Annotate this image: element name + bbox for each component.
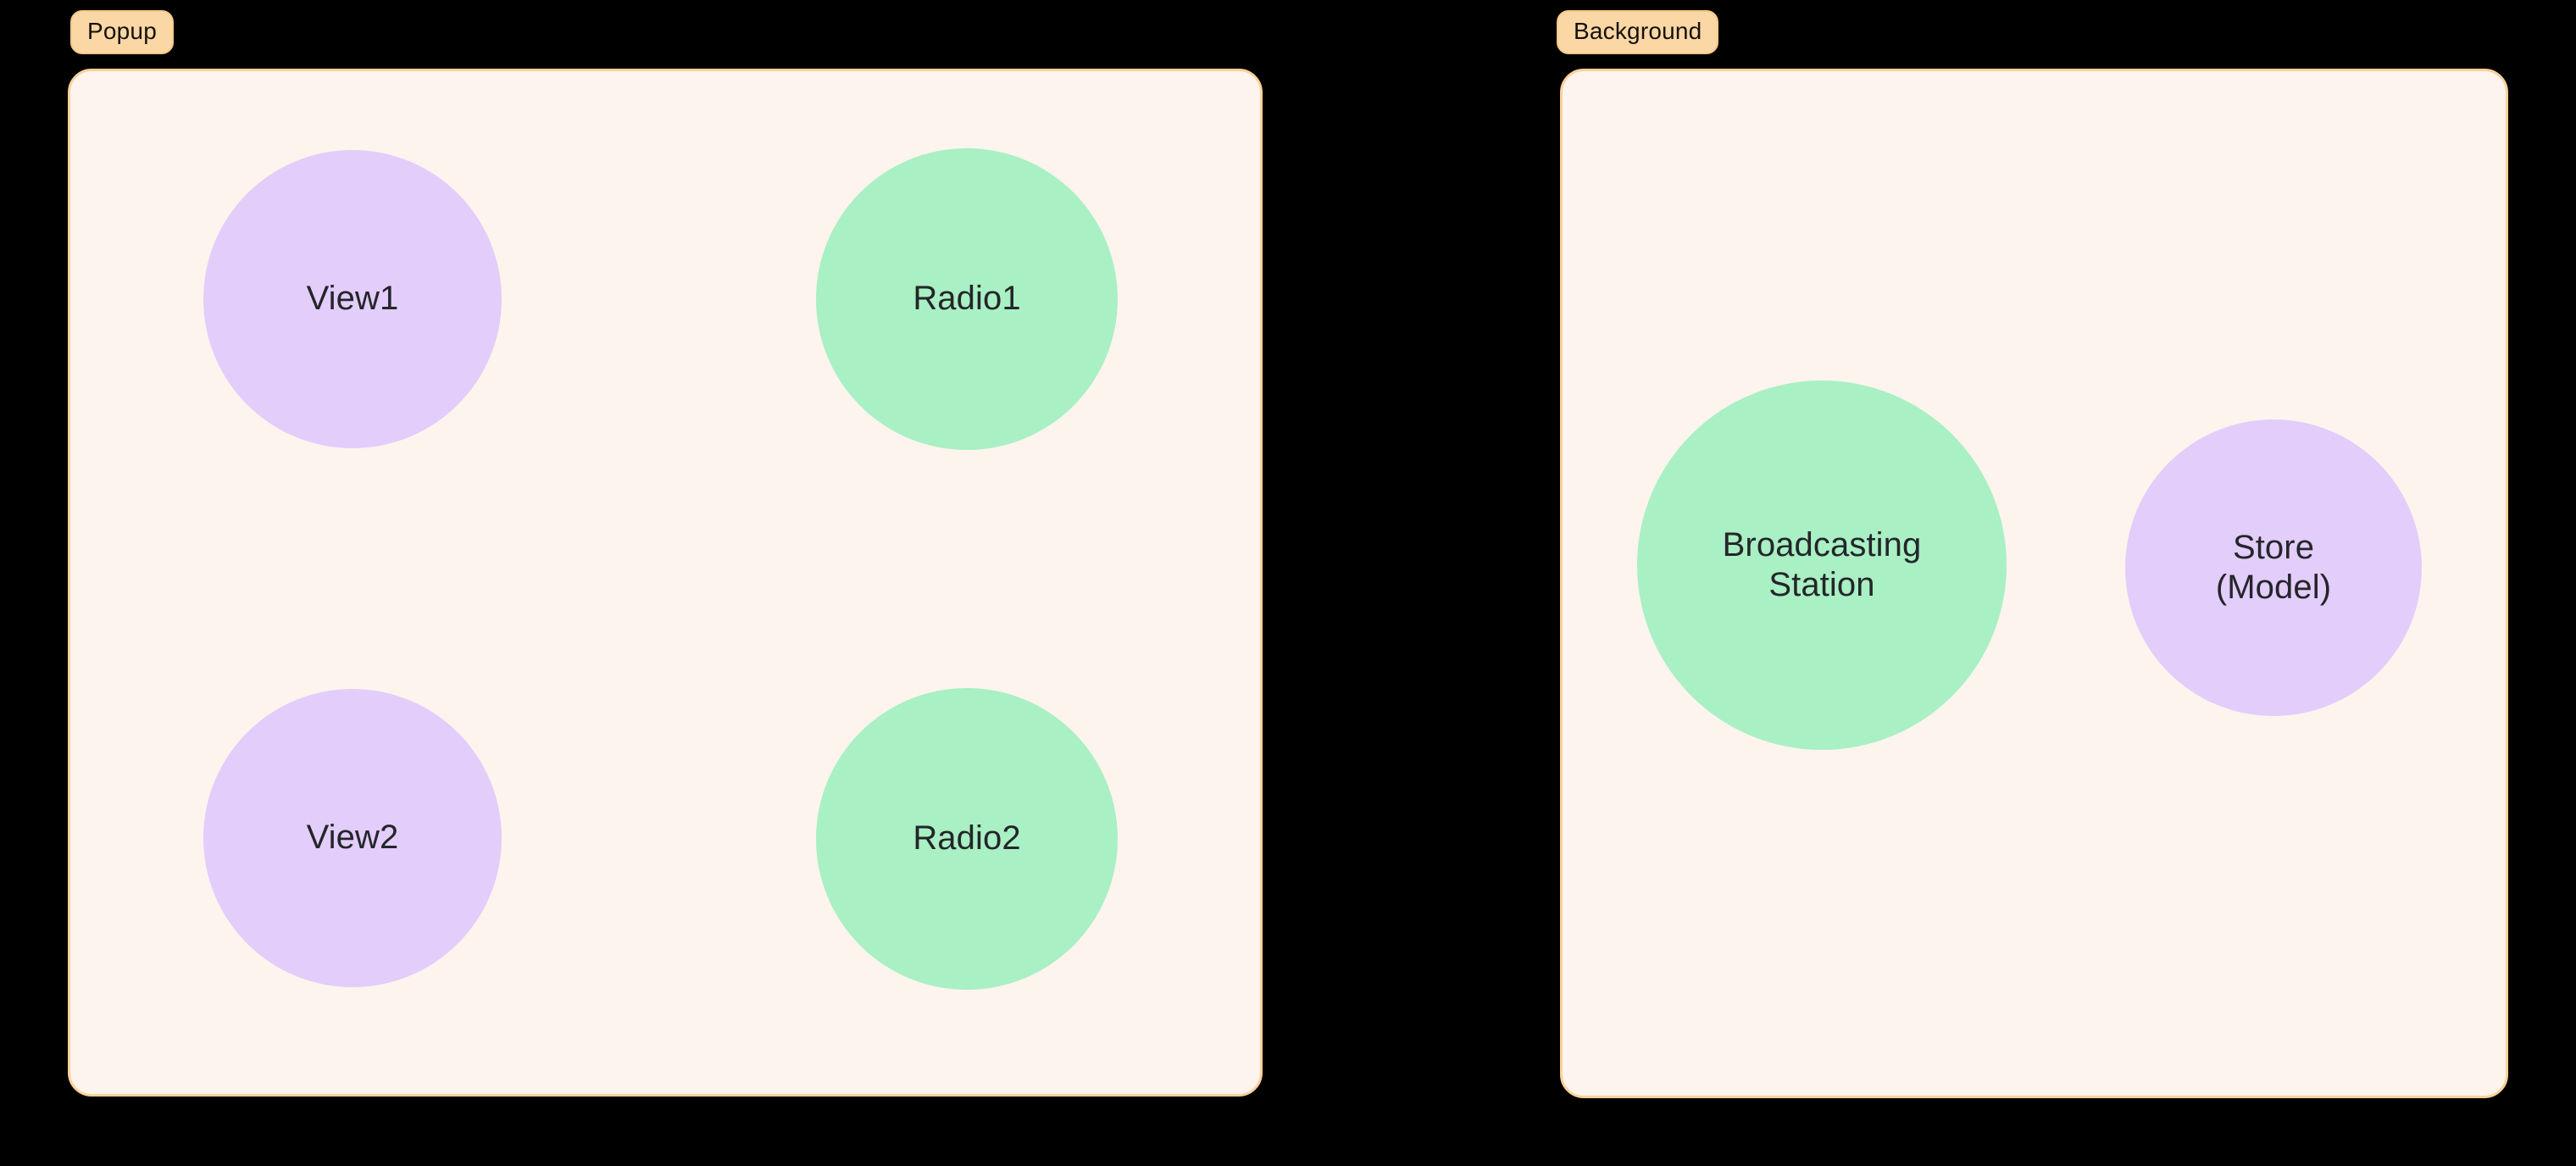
group-popup-badge[interactable]: Popup (70, 10, 174, 54)
group-background-badge[interactable]: Background (1557, 10, 1719, 54)
node-radio2[interactable]: Radio2 (816, 688, 1118, 990)
node-radio1[interactable]: Radio1 (816, 148, 1118, 450)
node-store-model[interactable]: Store (Model) (2125, 419, 2422, 716)
node-view1-label: View1 (306, 280, 399, 318)
node-view2-label: View2 (306, 819, 399, 857)
node-store-model-label: Store (Model) (2215, 528, 2332, 606)
node-radio2-label: Radio2 (913, 819, 1021, 858)
node-broadcasting-station[interactable]: Broadcasting Station (1637, 380, 2007, 750)
node-radio1-label: Radio1 (913, 280, 1021, 318)
node-view2[interactable]: View2 (203, 689, 502, 987)
node-view1[interactable]: View1 (203, 150, 502, 448)
node-broadcasting-station-label: Broadcasting Station (1722, 525, 1922, 603)
